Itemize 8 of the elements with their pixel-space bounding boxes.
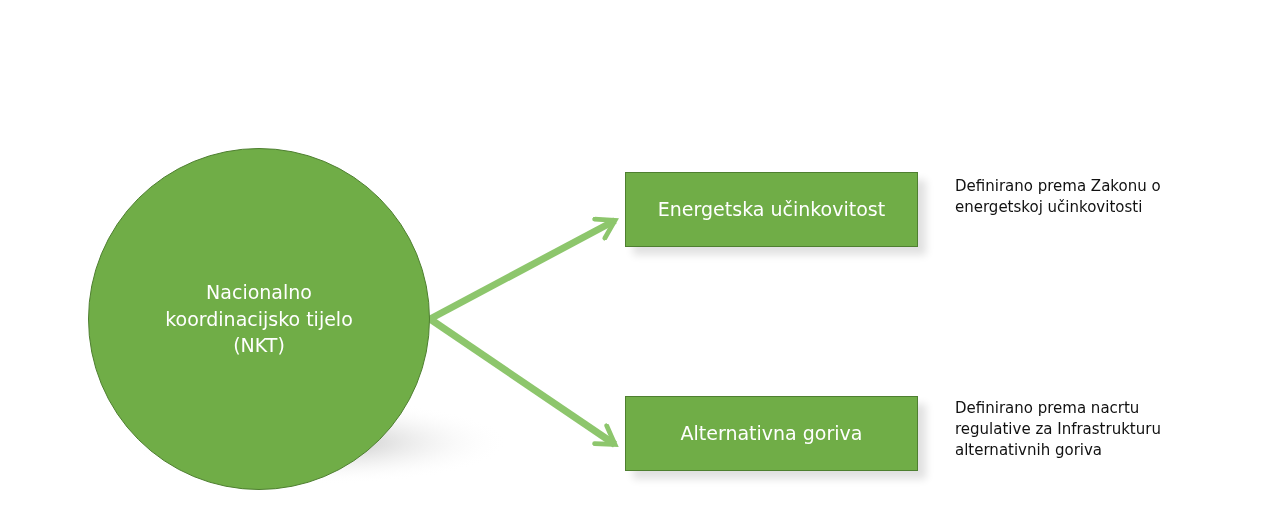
node-label: Alternativna goriva [680, 421, 863, 447]
note-text: Definirano prema Zakonu o energetskoj učinkovitosti [955, 176, 1162, 218]
node-label: Energetska učinkovitost [657, 197, 886, 223]
note-text: Definirano prema nacrtu regulative za Infrastrukturu alternativnih goriva [955, 398, 1162, 461]
topic-box [625, 172, 918, 247]
topic-box [625, 396, 918, 471]
node-label: Nacionalno koordinacijsko tijelo (NKT) [164, 280, 354, 359]
arrow [428, 316, 618, 448]
